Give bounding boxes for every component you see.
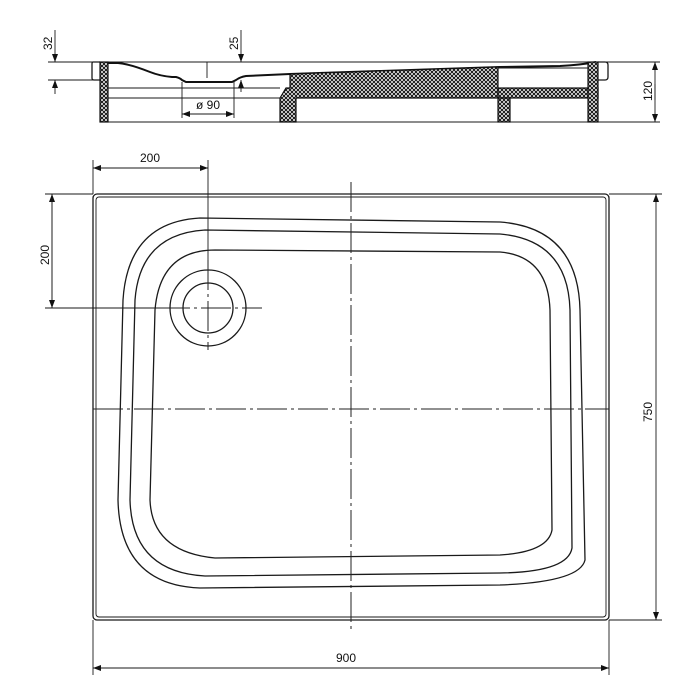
dim-drain-depth: 25: [227, 36, 241, 50]
section-view: ø 90 25 32 120: [41, 30, 660, 123]
dim-rim-height: 32: [41, 36, 55, 50]
dim-drain-offset-y: 200: [38, 245, 52, 265]
dim-width: 750: [641, 402, 655, 422]
dim-total-height: 120: [641, 81, 655, 101]
dim-drain-offset-x: 200: [140, 151, 160, 165]
dim-drain-diameter: ø 90: [196, 98, 220, 112]
plan-view: 200 200 750 900: [38, 151, 662, 675]
dim-length: 900: [336, 651, 356, 665]
